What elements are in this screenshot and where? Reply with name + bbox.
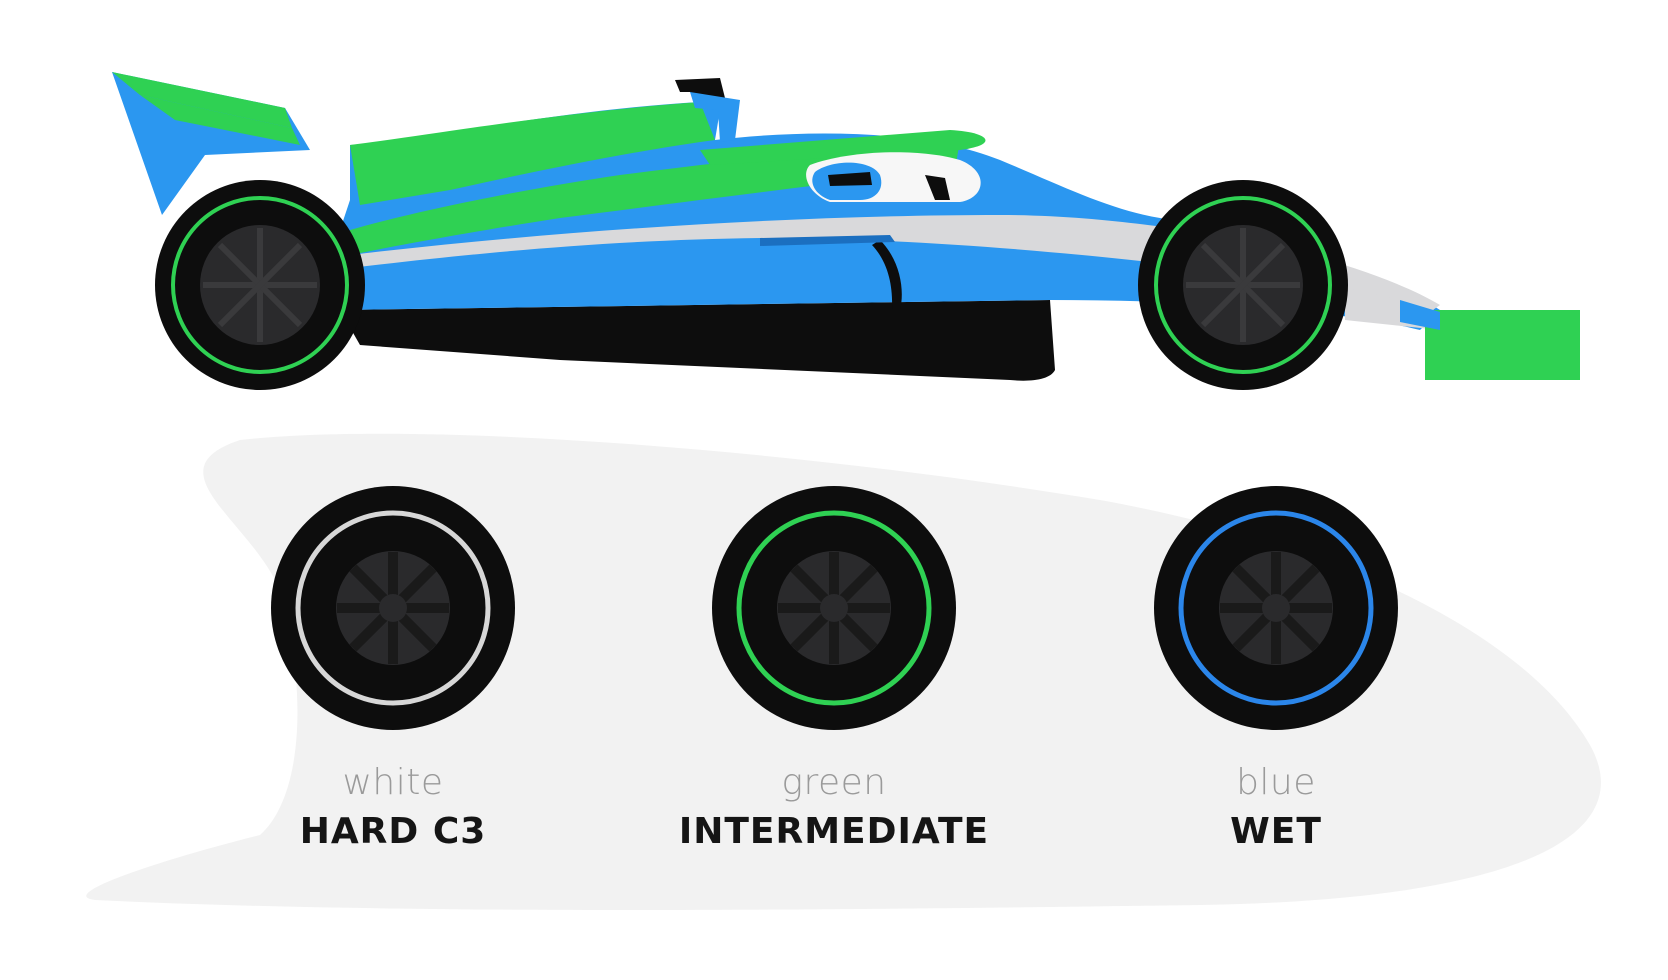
tire-compound-label: WET xyxy=(1230,811,1322,852)
tire-caption-wet: blue WET xyxy=(1076,762,1476,852)
tire-caption-hard: white HARD C3 xyxy=(193,762,593,852)
tire-color-word: green xyxy=(781,762,887,803)
tire-color-word: white xyxy=(342,762,444,803)
front-wheel-icon xyxy=(1138,180,1348,390)
tire-compound-label: INTERMEDIATE xyxy=(678,811,990,852)
tire-hard-icon xyxy=(271,486,515,730)
tire-color-word: blue xyxy=(1236,762,1316,803)
tire-intermediate-icon xyxy=(712,486,956,730)
tire-compound-label: HARD C3 xyxy=(299,811,487,852)
tire-caption-intermediate: green INTERMEDIATE xyxy=(634,762,1034,852)
formula-one-car-icon xyxy=(112,72,1580,390)
rear-wheel-icon xyxy=(155,180,365,390)
tire-wet-icon xyxy=(1154,486,1398,730)
